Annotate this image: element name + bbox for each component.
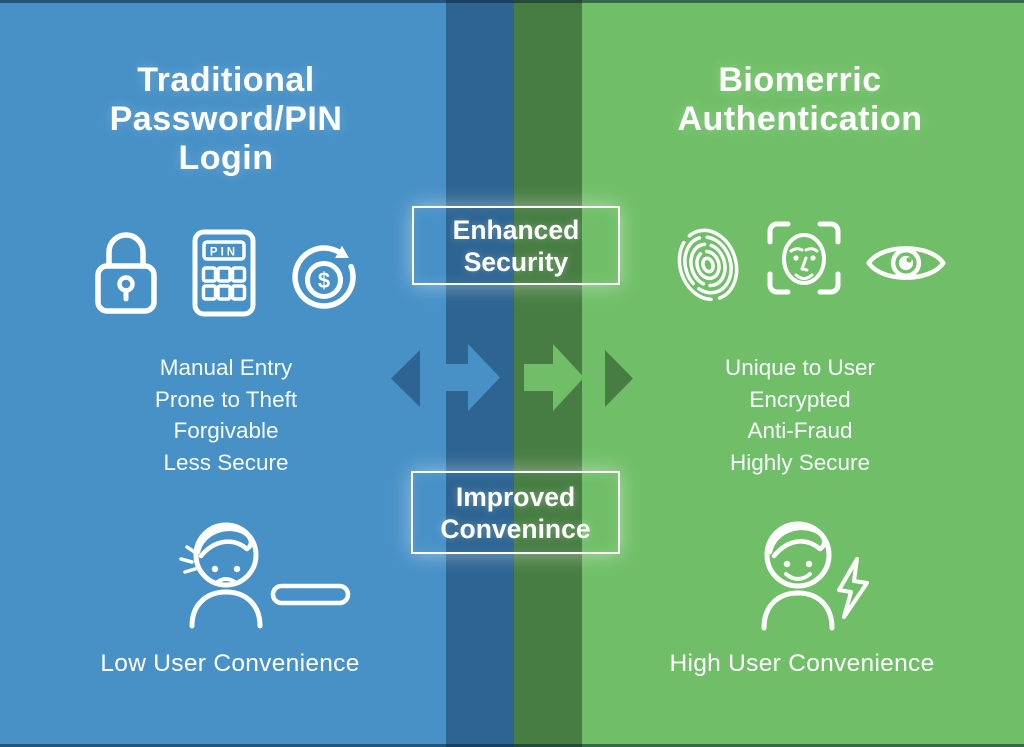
left-arrow-icon bbox=[391, 350, 420, 407]
feature-item: Manual Entry bbox=[159, 355, 293, 380]
feature-item: Unique to User bbox=[724, 355, 876, 380]
security-box-line: Security bbox=[463, 246, 569, 277]
feature-item: Anti-Fraud bbox=[747, 418, 853, 443]
feature-item: Prone to Theft bbox=[154, 386, 298, 412]
title-line: Traditional bbox=[137, 61, 315, 99]
title-line: Password/PIN bbox=[109, 100, 343, 138]
title-line: Authentication bbox=[677, 100, 923, 138]
happy-user-icon bbox=[757, 517, 907, 631]
iris-eye-icon bbox=[866, 239, 946, 287]
high-convenience-label: High User Convenience bbox=[669, 650, 935, 677]
low-convenience-label: Low User Convenience bbox=[100, 650, 360, 677]
dollar-sign-glyph: $ bbox=[318, 268, 330, 293]
face-scan-icon bbox=[764, 218, 844, 298]
traditional-login-title: Traditional Password/PIN Login bbox=[0, 61, 452, 178]
enhanced-security-box: Enhanced Security bbox=[412, 206, 620, 285]
lightning-bolt-icon bbox=[837, 557, 869, 619]
right-arrow-green-icon bbox=[524, 344, 584, 411]
right-arrow-dark-icon bbox=[605, 350, 633, 407]
pin-display-label: PIN bbox=[210, 247, 238, 259]
biometric-feature-list: Unique to User Encrypted Anti-Fraud High… bbox=[576, 352, 1024, 478]
feature-item: Less Secure bbox=[163, 449, 289, 475]
title-line: Login bbox=[178, 139, 274, 177]
security-box-line: Enhanced bbox=[452, 214, 580, 245]
pin-keypad-icon: PIN bbox=[192, 229, 256, 317]
convenience-box-line: Improved bbox=[455, 481, 576, 512]
minus-bar-icon bbox=[270, 583, 351, 606]
top-edge-border bbox=[0, 0, 1024, 3]
frustrated-user-icon bbox=[177, 519, 351, 629]
scan-frame-icon bbox=[767, 221, 841, 295]
money-cycle-icon: $ bbox=[287, 239, 361, 313]
feature-item: Forgivable bbox=[173, 418, 279, 443]
fingerprint-icon bbox=[676, 220, 740, 302]
traditional-feature-list: Manual Entry Prone to Theft Forgivable L… bbox=[0, 352, 452, 478]
feature-item: Encrypted bbox=[749, 386, 851, 412]
bottom-edge-border bbox=[0, 744, 1024, 747]
left-panel-background bbox=[0, 0, 446, 747]
right-arrow-blue-icon bbox=[438, 344, 500, 411]
convenience-box-line: Convenince bbox=[440, 513, 591, 544]
stress-marks-icon bbox=[179, 545, 198, 574]
padlock-icon bbox=[94, 225, 158, 315]
feature-item: Highly Secure bbox=[729, 449, 871, 475]
biometric-auth-title: Biomerric Authentication bbox=[576, 61, 1024, 139]
title-line: Biomerric bbox=[718, 61, 882, 99]
improved-convenience-box: Improved Convenince bbox=[411, 471, 620, 554]
right-panel-background bbox=[582, 0, 1024, 747]
